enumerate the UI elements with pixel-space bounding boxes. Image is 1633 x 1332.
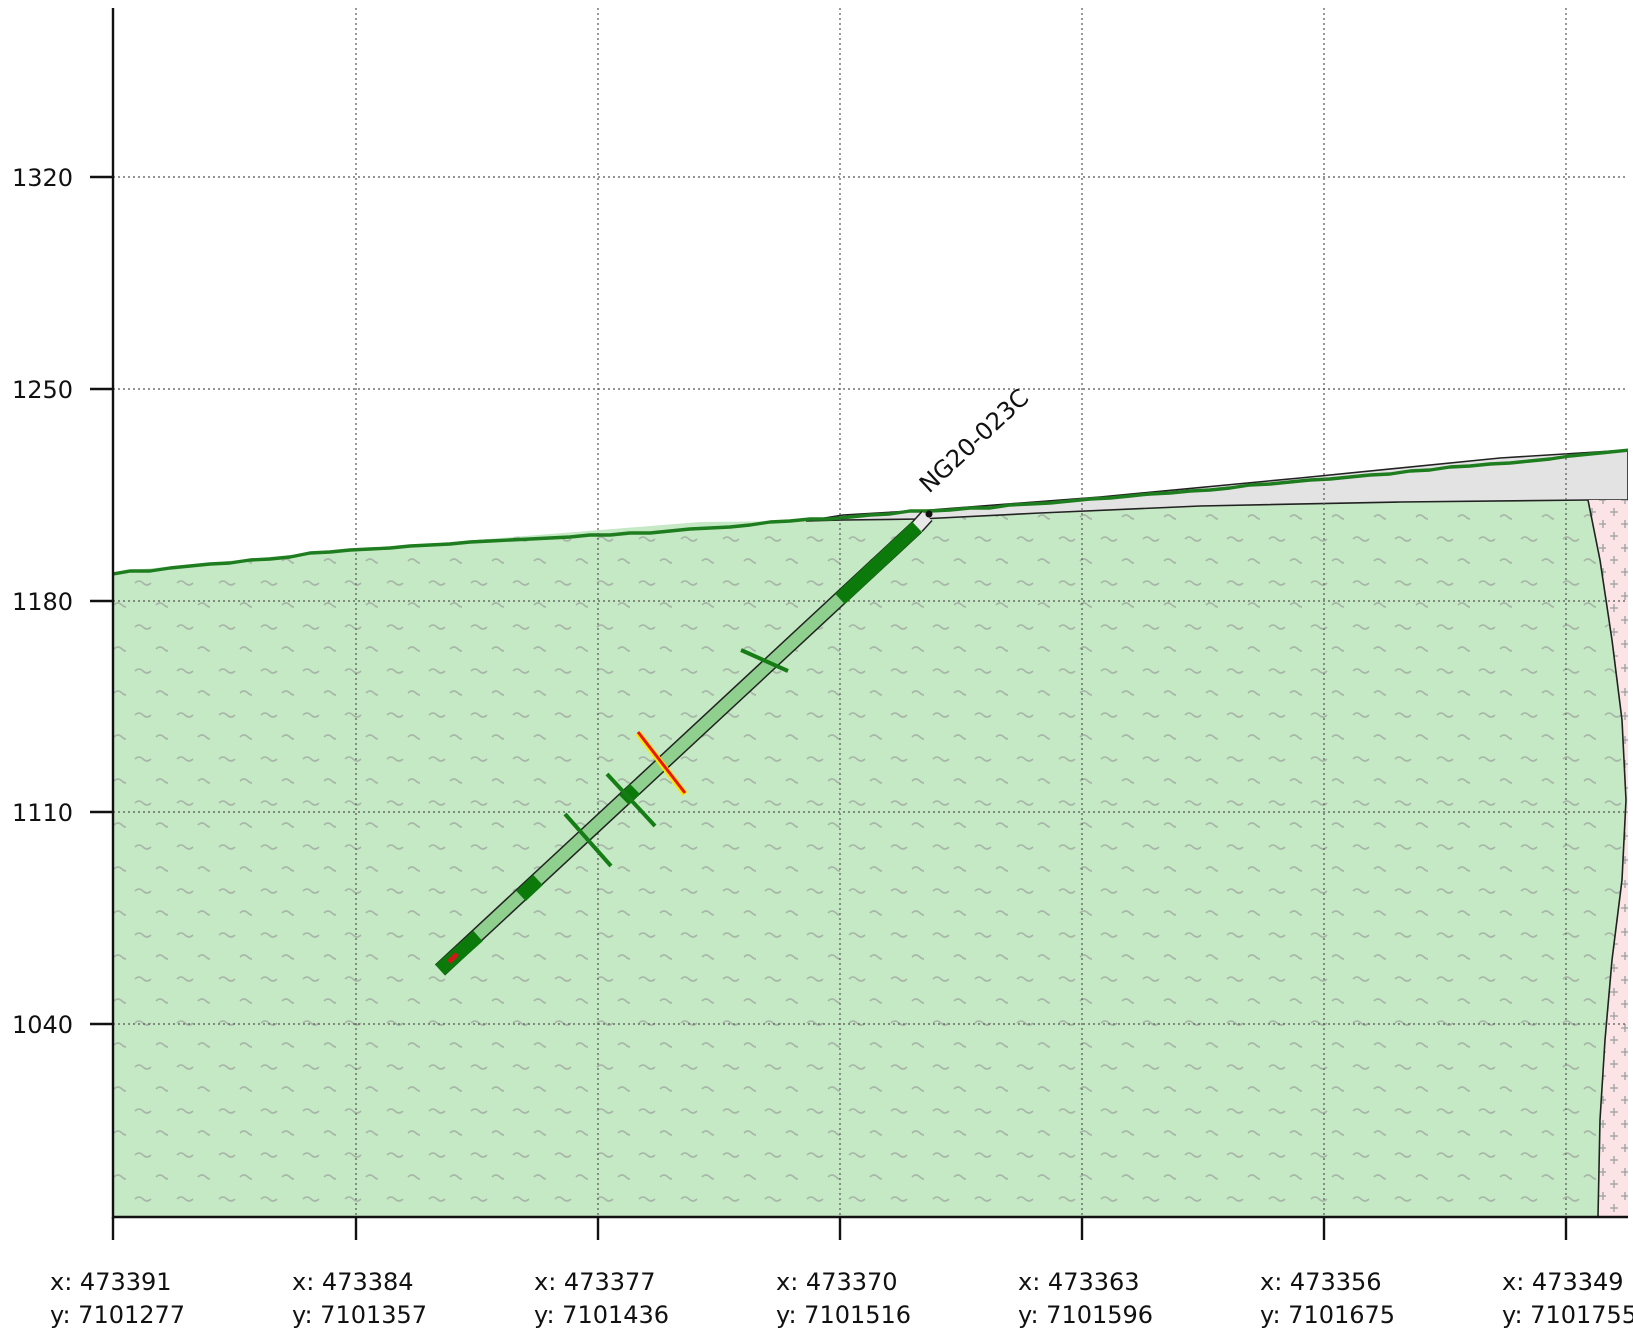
- axes: [90, 8, 1628, 1240]
- elevation-label-1110: 1110: [12, 799, 73, 827]
- coord-y-label: y: 7101596: [1018, 1301, 1153, 1329]
- elevation-label-1250: 1250: [12, 376, 73, 404]
- coord-y-label: y: 7101675: [1260, 1301, 1395, 1329]
- coord-y-label: y: 7101357: [292, 1301, 427, 1329]
- drillhole-label: NG20-023C: [914, 384, 1034, 499]
- coord-y-label: y: 7101755: [1502, 1301, 1633, 1329]
- structure-tick: [740, 648, 789, 673]
- drillhole-trace[interactable]: [434, 510, 933, 976]
- coord-y-label: y: 7101277: [50, 1301, 185, 1329]
- structure-tick: [605, 772, 657, 828]
- overburden-unit: [805, 449, 1628, 522]
- coord-x-label: x: 473377: [534, 1268, 656, 1296]
- coord-x-label: x: 473391: [50, 1268, 172, 1296]
- topography-line: [113, 448, 1628, 576]
- coordinate-labels: x: 473391 y: 7101277 x: 473384 y: 710135…: [50, 1268, 1633, 1329]
- drillhole-interval: [835, 521, 922, 605]
- fault-intersection: [636, 731, 687, 794]
- coord-x-label: x: 473370: [776, 1268, 898, 1296]
- coord-y-label: y: 7101516: [776, 1301, 911, 1329]
- grid: [113, 8, 1628, 1217]
- coord-x-label: x: 473356: [1260, 1268, 1382, 1296]
- coord-x-label: x: 473363: [1018, 1268, 1140, 1296]
- drillhole-interval: [435, 930, 483, 976]
- elevation-label-1040: 1040: [12, 1011, 73, 1039]
- contact-line: [1587, 499, 1627, 1217]
- collar-point: [925, 510, 933, 518]
- drillhole-interval: [619, 784, 640, 805]
- host-rock-pattern: [113, 500, 1626, 1217]
- structure-tick: [563, 812, 613, 868]
- elevation-label-1320: 1320: [12, 164, 73, 192]
- coord-y-label: y: 7101436: [534, 1301, 669, 1329]
- coord-x-label: x: 473349: [1502, 1268, 1624, 1296]
- drillhole-interval: [516, 874, 543, 902]
- elevation-label-1180: 1180: [12, 588, 73, 616]
- intrusive-pattern: [1588, 500, 1628, 1217]
- drillhole-interval-red: [447, 952, 459, 964]
- coord-x-label: x: 473384: [292, 1268, 414, 1296]
